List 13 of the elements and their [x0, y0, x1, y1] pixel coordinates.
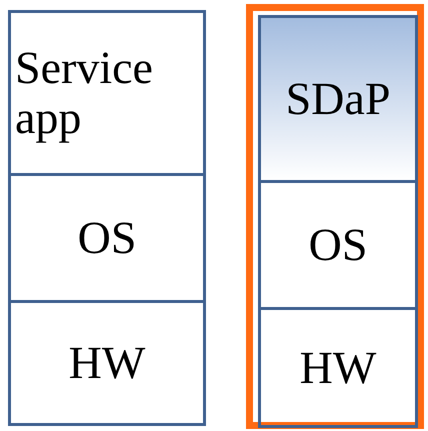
stack-layer — [258, 15, 418, 183]
layer-label: OS — [78, 213, 136, 263]
stack-layer — [8, 10, 206, 176]
stack-layer — [258, 307, 418, 428]
stack-layer — [8, 173, 206, 303]
stack-layer — [258, 180, 418, 310]
layer-label: HW — [68, 338, 146, 388]
layer-label: SDaP — [286, 74, 390, 124]
layer-label: OS — [308, 220, 368, 270]
layer-label: HW — [300, 342, 376, 392]
layer-label: Service app — [15, 43, 154, 143]
stack-layer — [8, 300, 206, 426]
highlight-frame — [246, 4, 424, 429]
